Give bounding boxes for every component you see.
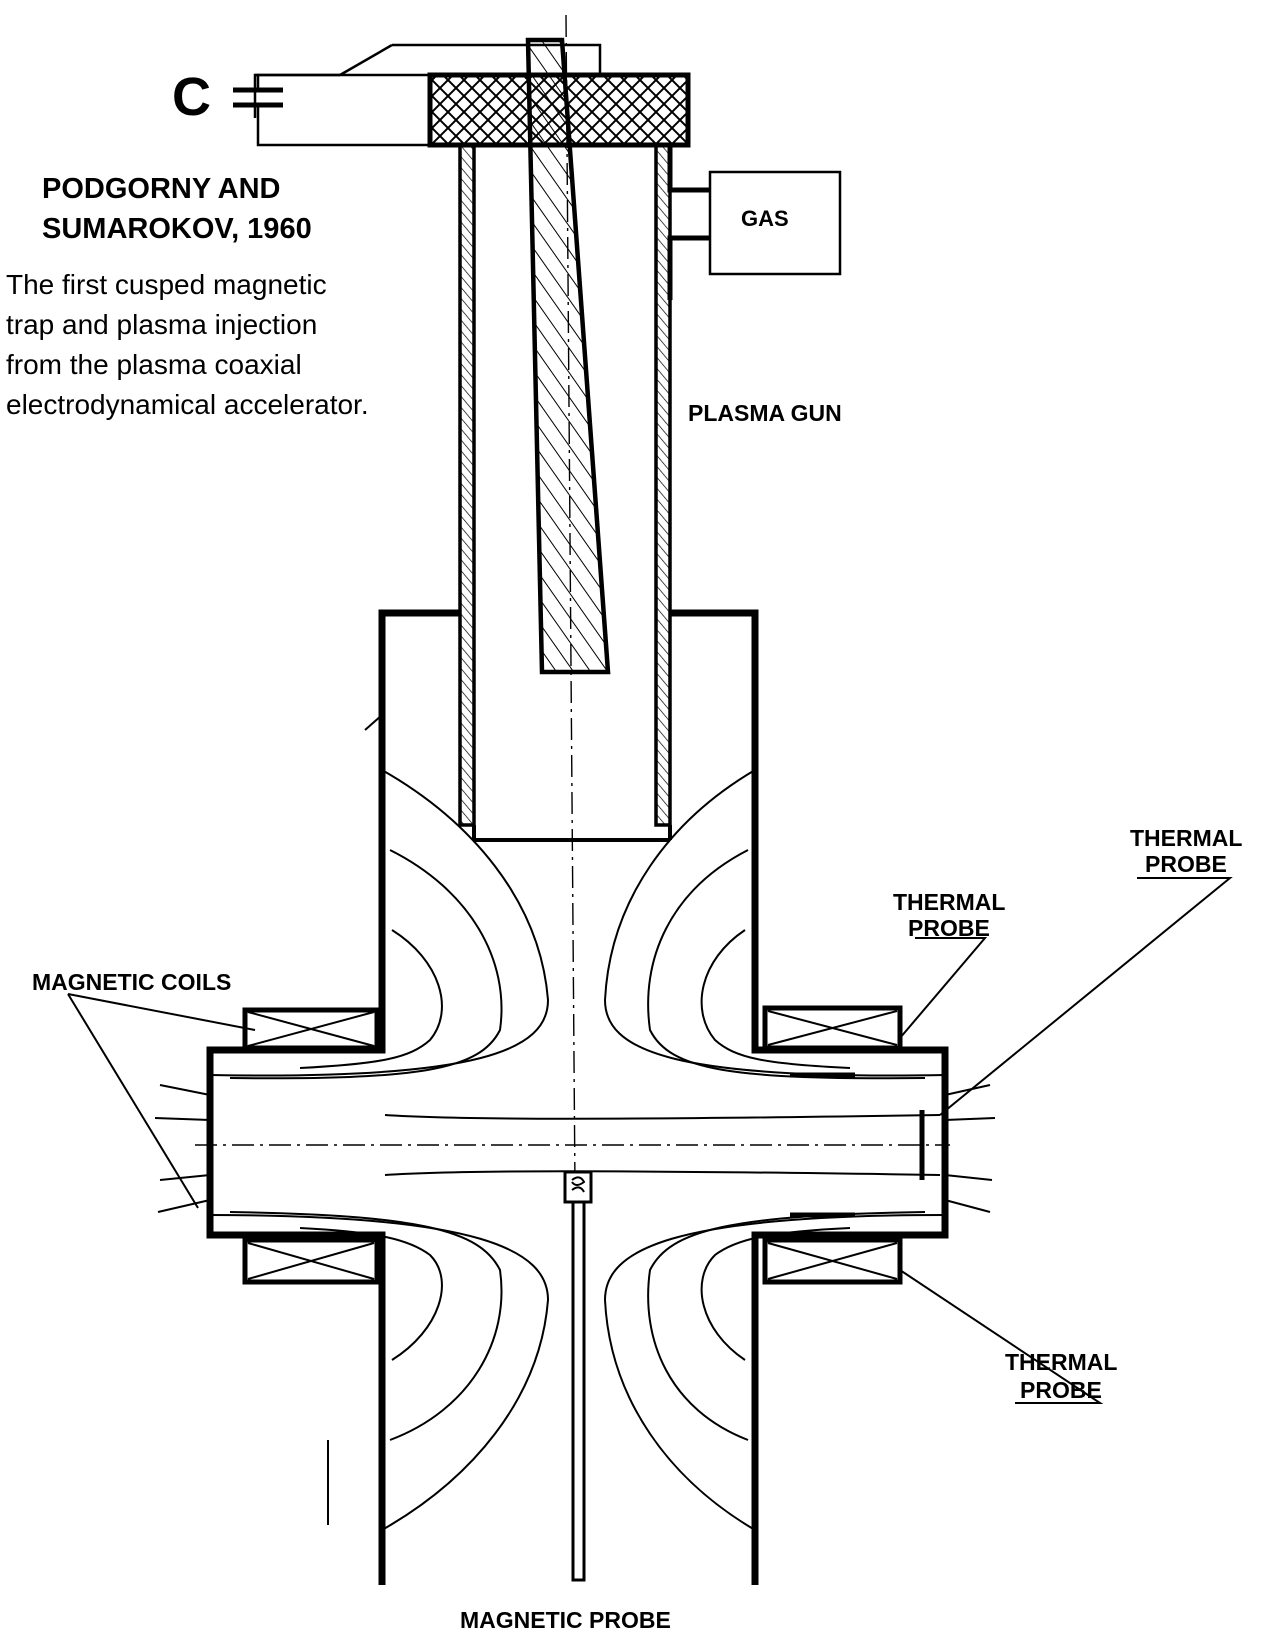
chamber-walls [206,609,949,1585]
thermal-probe-bottom-line-2: PROBE [1020,1377,1102,1403]
field-lines [154,714,996,1531]
capacitor-label: C [172,67,211,127]
magnetic-probe-label: MAGNETIC PROBE [460,1607,671,1633]
description-line-4: electrodynamical accelerator. [6,389,369,420]
thermal-probe-bottom-line-1: THERMAL [1005,1349,1117,1375]
coil-lower-right [762,1237,903,1285]
leader-lines [67,877,1233,1525]
thermal-probe-top-right-line-1: THERMAL [1130,825,1242,851]
switch-icon [339,43,393,77]
description-line-1: The first cusped magnetic [6,269,327,300]
thermal-probe-mid-line-1: THERMAL [893,889,1005,915]
title-block: PODGORNY AND SUMAROKOV, 1960 [42,173,312,245]
gas-inlet: GAS [667,145,842,300]
plasma-gun-label: PLASMA GUN [688,400,842,426]
description-line-3: from the plasma coaxial [6,349,302,380]
description-line-2: trap and plasma injection [6,309,317,340]
gas-label: GAS [741,206,789,231]
thermal-probe-mid-line-2: PROBE [908,915,990,941]
magnetic-coils [242,1005,903,1285]
title-line-2: SUMAROKOV, 1960 [42,213,312,245]
thermal-probe-plates [790,1072,925,1218]
magnetic-probe [563,1170,593,1582]
capacitor-circuit: C [172,43,602,147]
thermal-probe-top-right-line-2: PROBE [1145,851,1227,877]
coil-lower-left [242,1237,380,1285]
title-line-1: PODGORNY AND [42,173,280,205]
gas-box [708,170,842,276]
coil-upper-right [762,1005,903,1051]
coil-upper-left [242,1007,380,1051]
magnetic-coils-label: MAGNETIC COILS [32,969,231,995]
description-block: The first cusped magnetic trap and plasm… [6,269,369,420]
